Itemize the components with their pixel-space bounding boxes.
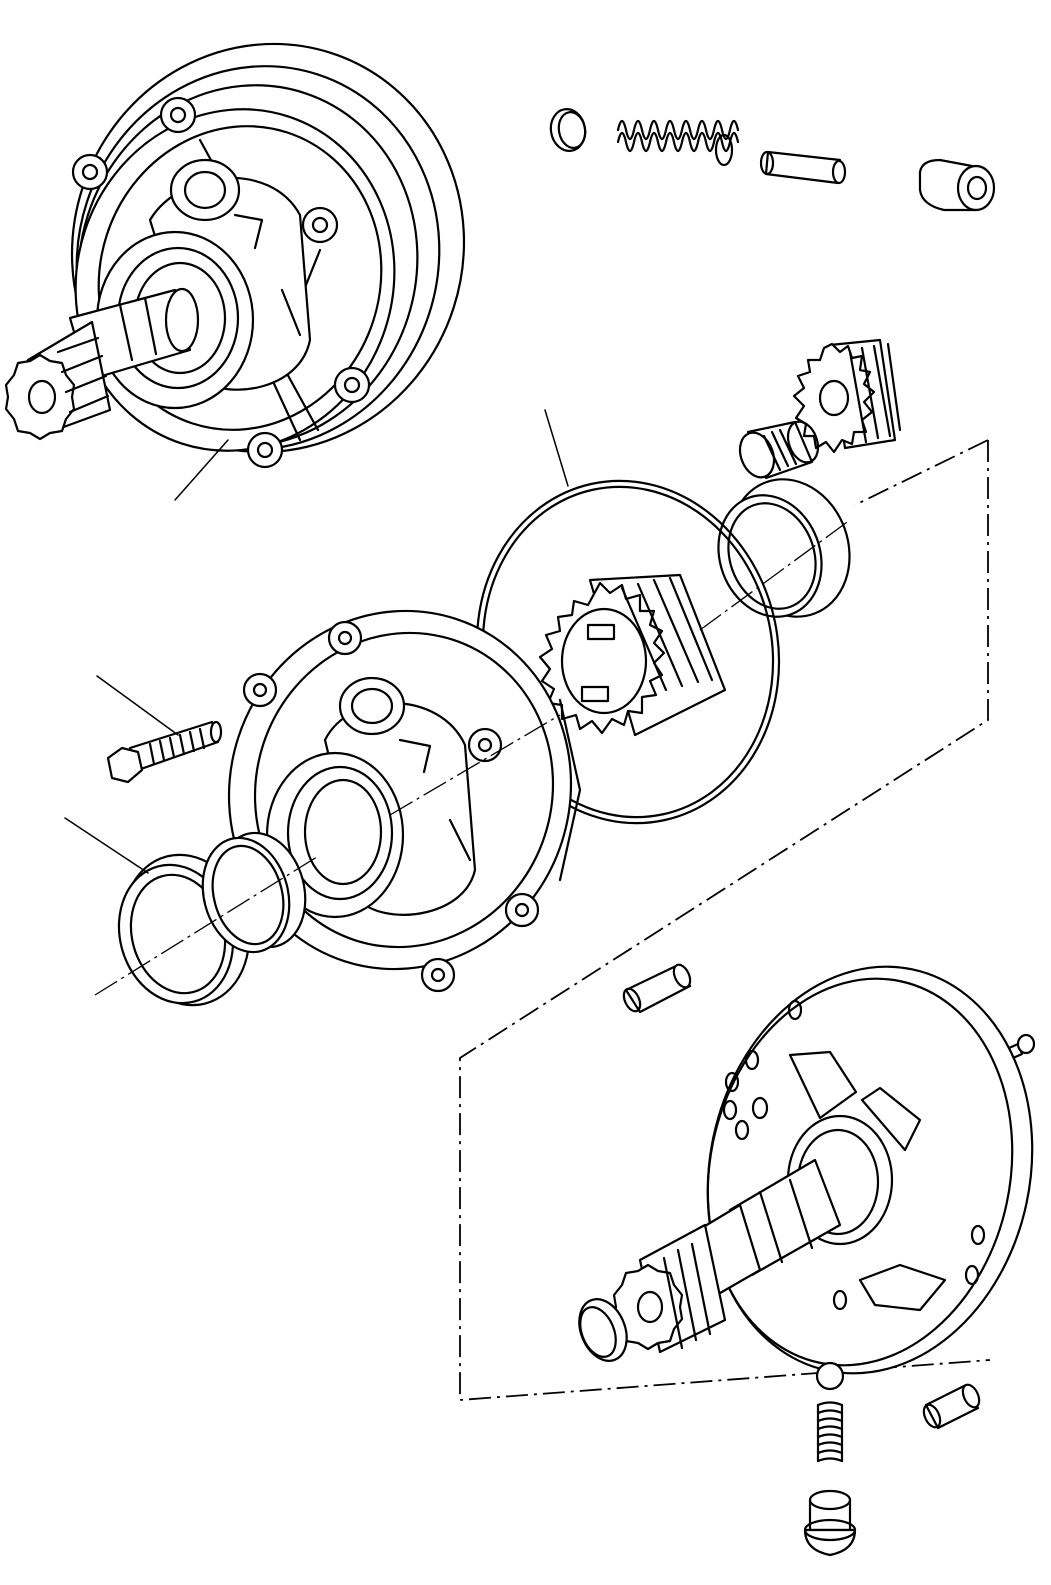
pump-plate-with-shaft <box>612 965 1034 1375</box>
dowel-pin <box>622 963 692 1014</box>
plunger <box>759 150 847 185</box>
subassembly-outline-upper <box>854 439 989 506</box>
leader-line <box>64 817 149 874</box>
mounting-bolt <box>106 720 223 784</box>
plug-screw <box>803 1489 857 1557</box>
leader-line <box>174 439 229 501</box>
snap-ring <box>578 1298 628 1362</box>
check-spring <box>816 1401 844 1463</box>
drive-gear <box>538 573 727 737</box>
leader-line <box>544 409 569 487</box>
dowel-pin-lower <box>922 1383 981 1430</box>
plug <box>549 108 587 152</box>
relief-spring <box>616 119 740 167</box>
pump-assembly <box>4 42 466 469</box>
valve-cap <box>918 158 996 212</box>
subassembly-outline <box>459 440 991 1401</box>
bushing <box>201 831 307 954</box>
assembly-axis <box>94 519 851 996</box>
check-ball <box>815 1361 845 1391</box>
idler-gear <box>792 338 902 454</box>
needle-bearing <box>738 420 820 480</box>
bearing-cup <box>717 478 851 618</box>
leader-line <box>96 675 179 736</box>
